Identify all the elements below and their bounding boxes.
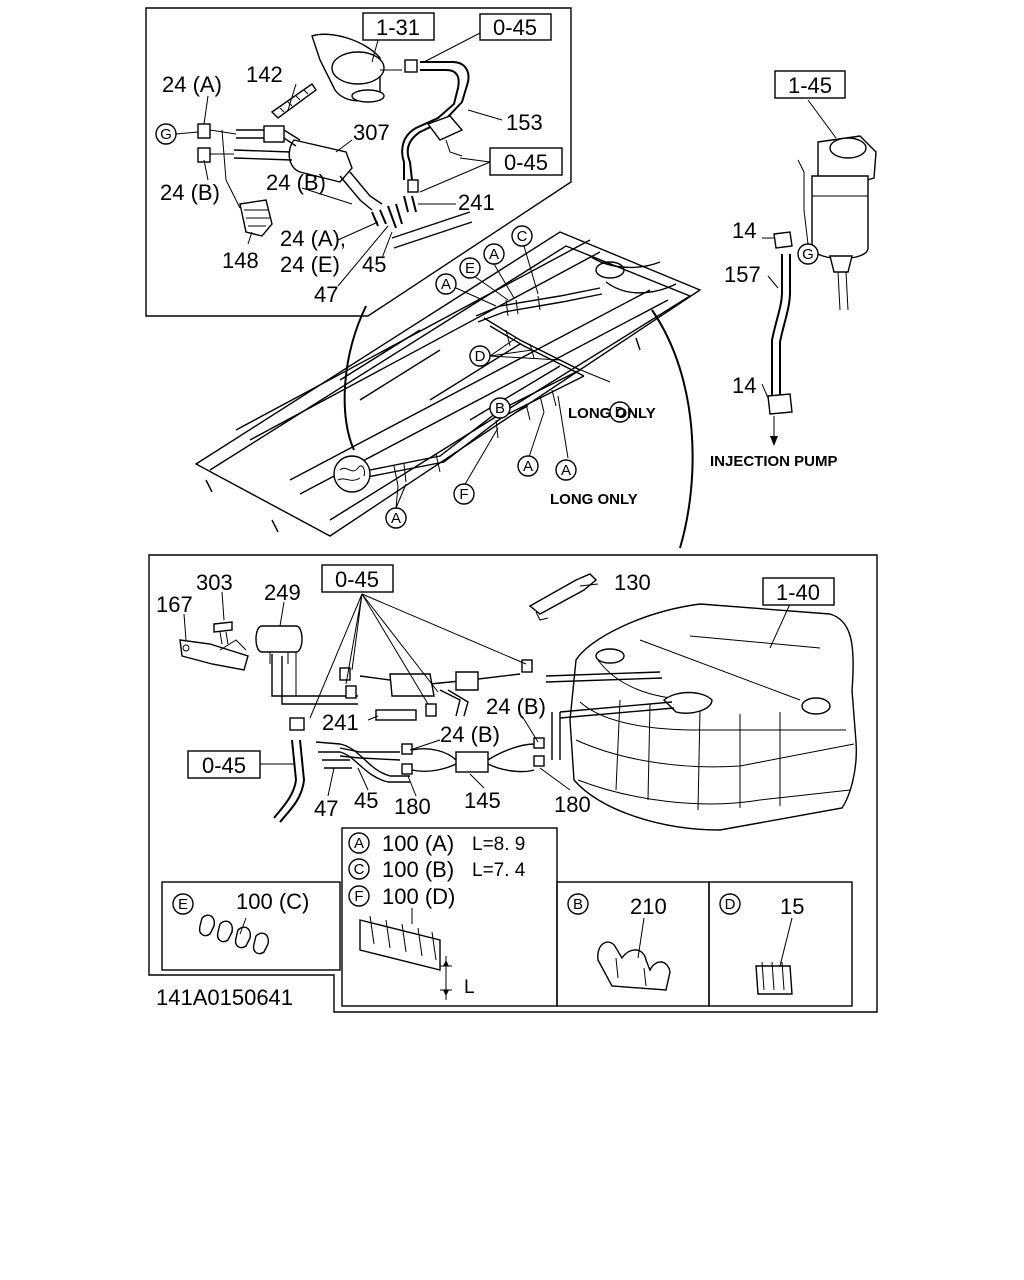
callout-148: 148 [222, 248, 259, 273]
callout-47-bottom: 47 [314, 796, 338, 821]
callout-24e: 24 (E) [280, 252, 340, 277]
callout-130: 130 [614, 570, 651, 595]
legend-dimension-l: L [464, 977, 475, 998]
callout-24b-left: 24 (B) [160, 180, 220, 205]
chassis-frame [194, 231, 702, 549]
ref-label-0-45-bottom: 0-45 [335, 567, 379, 592]
callout-157: 157 [724, 262, 761, 287]
callout-153: 153 [506, 110, 543, 135]
ref-box-0-45-top2 [489, 147, 563, 176]
legend-length-a: L=8. 9 [472, 834, 525, 855]
ref-label-0-45-top2: 0-45 [504, 150, 548, 175]
callout-45-bottom: 45 [354, 788, 378, 813]
callout-24b-pipe: 24 (B) [440, 722, 500, 747]
clip-15-drawing [755, 917, 793, 995]
callout-142: 142 [246, 62, 283, 87]
ref-label-0-45-left: 0-45 [202, 753, 246, 778]
ref-box-1-45 [774, 70, 846, 99]
legend-marker-a: A [354, 835, 364, 852]
callout-241-bottom: 241 [322, 710, 359, 735]
ref-label-1-31: 1-31 [376, 15, 420, 40]
ref-label-1-45: 1-45 [788, 73, 832, 98]
clip-100c-drawing [198, 914, 270, 955]
legend-marker-f: F [354, 888, 363, 905]
legend-panels [161, 827, 853, 1007]
frame-marker-a3: A [523, 458, 533, 475]
frame-marker-d2: D [615, 404, 626, 421]
clip-100d-drawing [359, 908, 452, 1000]
legend-text-100d: 100 (D) [382, 884, 455, 909]
legend-marker-b: B [573, 896, 583, 913]
callout-24a-comma: 24 (A), [280, 226, 346, 251]
callout-180-right: 180 [554, 792, 591, 817]
frame-circle-markers [385, 225, 631, 529]
callout-47-top: 47 [314, 282, 338, 307]
ref-box-1-40 [762, 577, 835, 606]
callout-24b-tank: 24 (B) [486, 694, 546, 719]
ref-box-1-31 [362, 12, 435, 41]
frame-marker-a5: A [391, 510, 401, 527]
legend-text-100b: 100 (B) [382, 857, 454, 882]
frame-marker-f1: F [459, 486, 468, 503]
frame-marker-a1: A [441, 276, 451, 293]
callout-307: 307 [353, 120, 390, 145]
legend-text-100a: 100 (A) [382, 831, 454, 856]
frame-marker-a4: A [561, 462, 571, 479]
legend-length-c: L=7. 4 [472, 860, 526, 881]
callout-14-lower: 14 [732, 373, 756, 398]
frame-marker-b1: B [495, 400, 505, 417]
ref-box-0-45-bottom [321, 564, 394, 593]
callout-24b-mid: 24 (B) [266, 170, 326, 195]
clip-210-drawing [597, 917, 671, 991]
legend-marker-c: C [354, 861, 365, 878]
legend-text-15: 15 [780, 894, 804, 919]
legend-marker-e: E [178, 896, 188, 913]
frame-marker-c1: C [517, 228, 528, 245]
legend-text-100c: 100 (C) [236, 889, 309, 914]
frame-marker-a2: A [489, 246, 499, 263]
ref-label-0-45-top: 0-45 [493, 15, 537, 40]
callout-303: 303 [196, 570, 233, 595]
long-only-label-2: LONG ONLY [550, 491, 638, 508]
ref-label-1-40: 1-40 [776, 580, 820, 605]
diagram-id: 141A0150641 [156, 985, 293, 1010]
callout-45-top: 45 [362, 252, 386, 277]
marker-g-top: G [160, 126, 172, 143]
long-only-label-1: LONG ONLY [568, 405, 656, 422]
legend-marker-d: D [725, 896, 736, 913]
frame-marker-e1: E [465, 260, 475, 277]
callout-249: 249 [264, 580, 301, 605]
callout-14-upper: 14 [732, 218, 756, 243]
injection-pump-label: INJECTION PUMP [710, 453, 838, 470]
top-inset [145, 7, 572, 317]
marker-g-right: G [802, 246, 814, 263]
callout-167: 167 [156, 592, 193, 617]
callout-241-top: 241 [458, 190, 495, 215]
callout-180-left: 180 [394, 794, 431, 819]
fuel-filter-assembly [761, 99, 877, 446]
callout-24a: 24 (A) [162, 72, 222, 97]
frame-marker-d1: D [475, 348, 486, 365]
ref-box-0-45-top [479, 13, 552, 41]
bottom-inset [148, 554, 878, 1013]
legend-text-210: 210 [630, 894, 667, 919]
ref-box-0-45-left [187, 750, 261, 779]
callout-145: 145 [464, 788, 501, 813]
